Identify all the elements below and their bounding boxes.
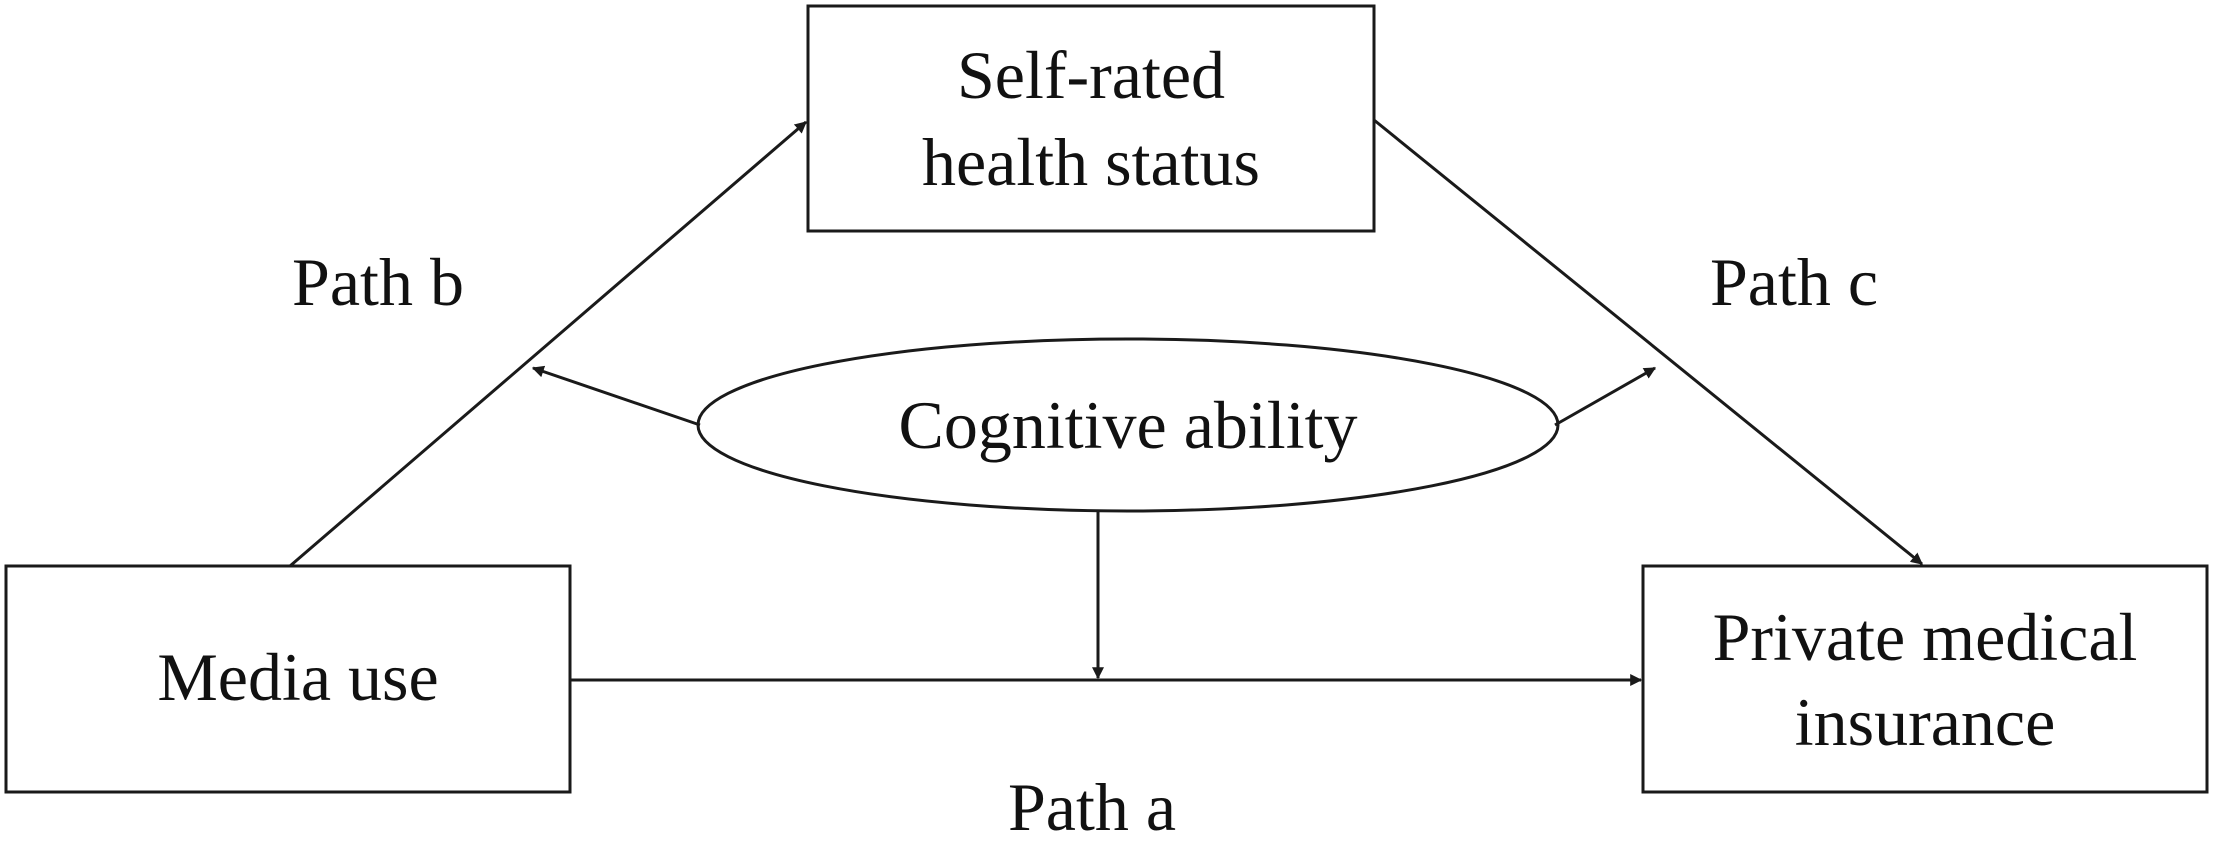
moderator-arrow-path-b [531, 365, 701, 427]
path-c-label: Path c [1710, 244, 1878, 320]
path-a-label: Path a [1008, 769, 1176, 842]
path-b-arrow [289, 120, 807, 568]
self-rated-health-label-line1: Self-rated [957, 37, 1225, 113]
cognitive-ability-label: Cognitive ability [899, 387, 1358, 463]
media-use-node [4, 564, 572, 794]
path-c-arrow [1373, 118, 1923, 566]
self-rated-health-node [806, 4, 1376, 233]
self-rated-health-label-line2: health status [922, 124, 1260, 200]
private-medical-insurance-node [1641, 564, 2209, 794]
private-medical-insurance-label-line2: insurance [1795, 684, 2056, 760]
media-use-label: Media use [157, 639, 438, 715]
path-b-label: Path b [292, 244, 464, 320]
private-medical-insurance-label-line1: Private medical [1713, 599, 2138, 675]
moderator-arrow-path-c [1554, 366, 1657, 427]
